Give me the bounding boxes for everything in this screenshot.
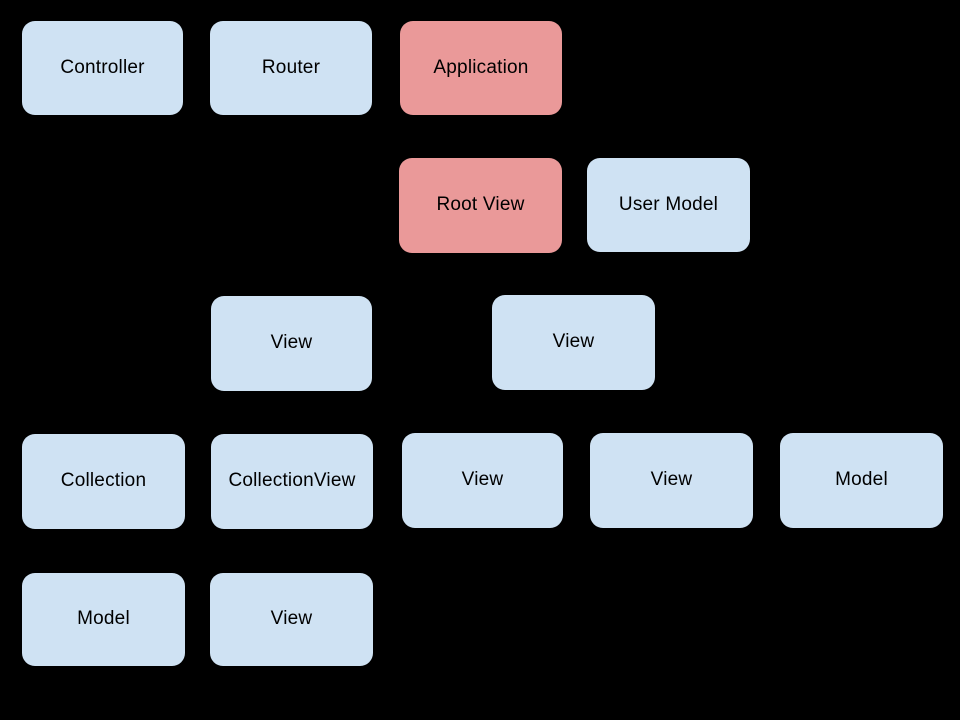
node-collectionview: CollectionView [211,434,373,529]
node-view: View [492,295,655,390]
node-label: View [270,332,313,354]
node-label: Collection [60,470,147,492]
node-label: View [552,331,595,353]
node-label: Controller [60,56,145,78]
node-root-view: Root View [399,158,562,253]
node-label: Model [77,608,130,630]
node-controller: Controller [22,21,183,115]
node-label: View [270,608,313,630]
node-label: Application [433,56,529,78]
node-view: View [211,296,372,391]
node-label: Router [261,56,321,78]
node-model: Model [22,573,185,666]
node-router: Router [210,21,372,115]
node-label: CollectionView [228,470,356,492]
node-view: View [590,433,753,528]
node-model: Model [780,433,943,528]
node-label: Model [835,469,888,491]
node-label: View [650,469,693,491]
node-label: User Model [618,193,719,215]
node-collection: Collection [22,434,185,529]
node-view: View [210,573,373,666]
node-application: Application [400,21,562,115]
node-user-model: User Model [587,158,750,252]
node-label: View [461,469,504,491]
node-label: Root View [436,194,525,216]
node-view: View [402,433,563,528]
